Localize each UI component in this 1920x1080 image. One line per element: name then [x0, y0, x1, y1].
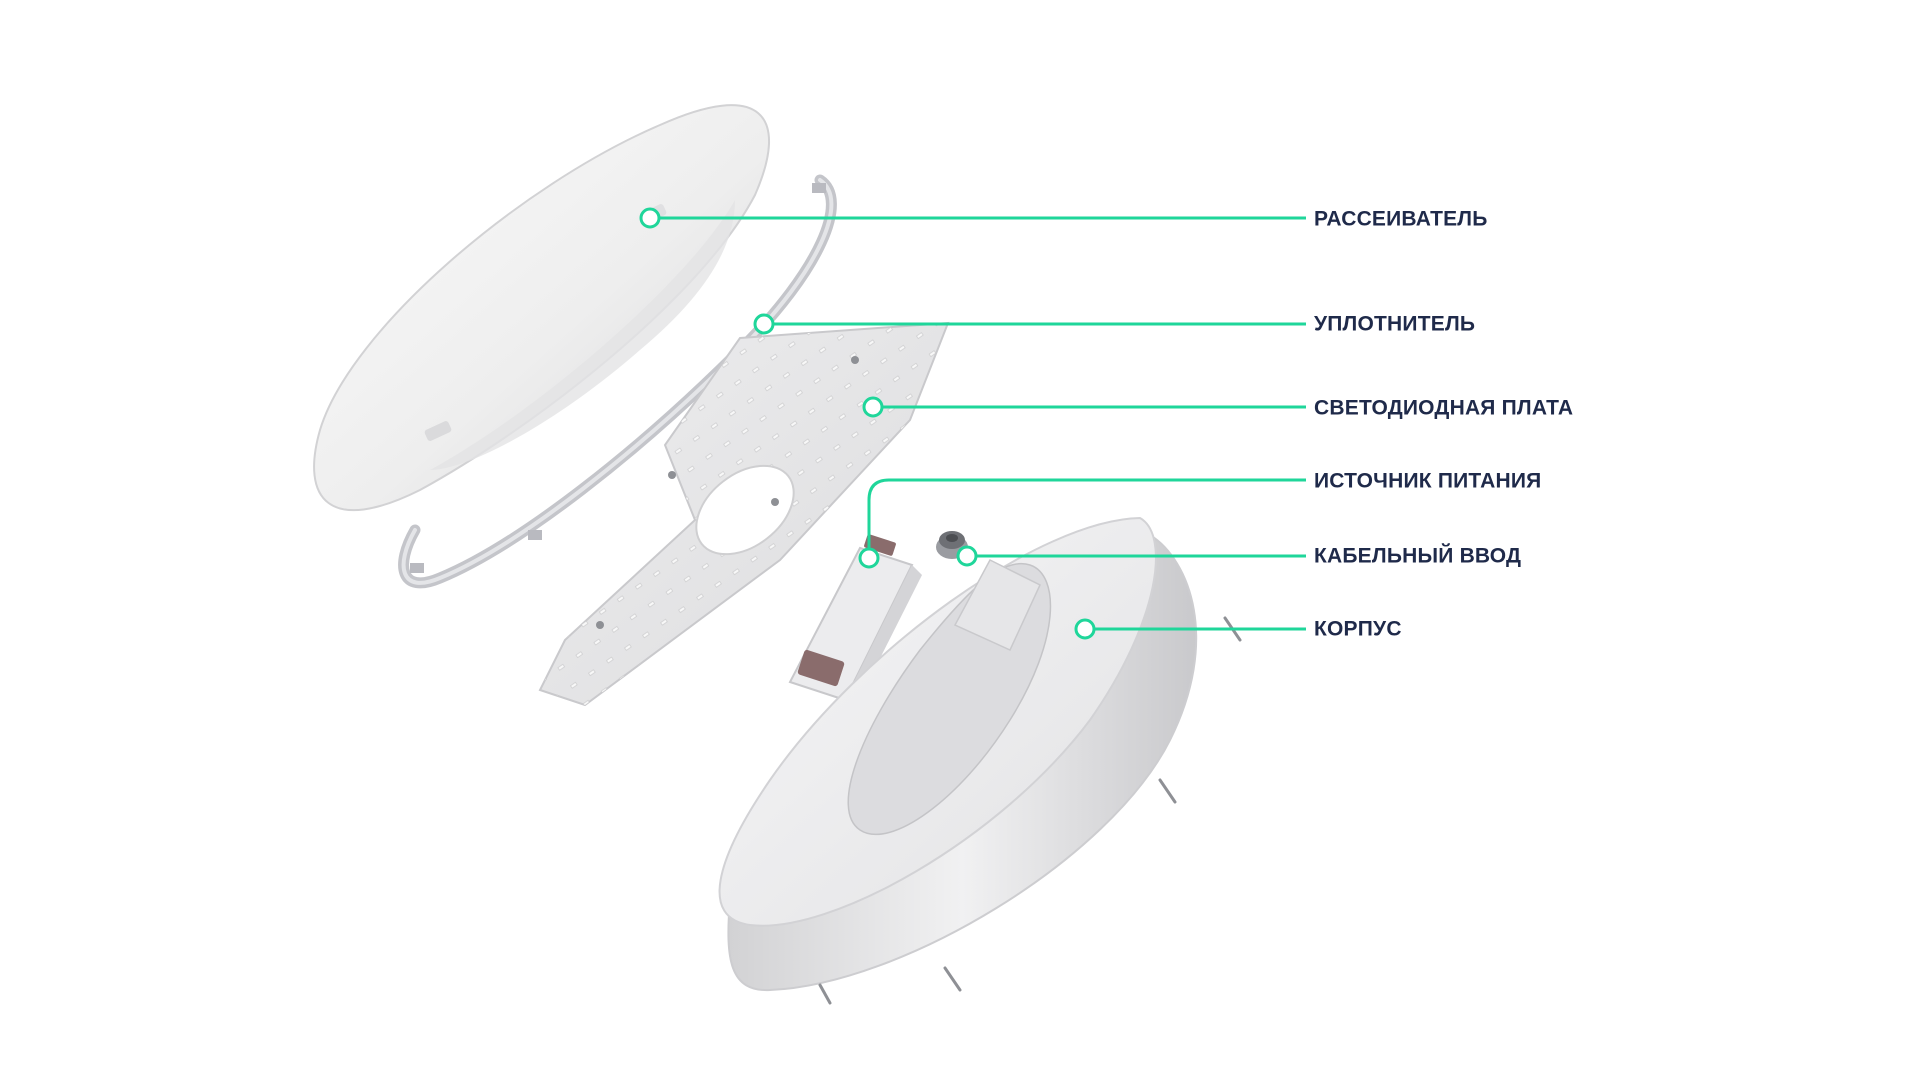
callout-marker-cable-gland: [956, 545, 978, 567]
callout-marker-led-board: [862, 396, 884, 418]
callout-label-cable-gland: КАБЕЛЬНЫЙ ВВОД: [1314, 544, 1521, 568]
callout-line-power-supply: [867, 478, 1306, 558]
callout-label-diffuser: РАССЕИВАТЕЛЬ: [1314, 208, 1488, 231]
housing-part: [718, 516, 1242, 1005]
callout-label-housing: КОРПУС: [1314, 618, 1402, 641]
callout-marker-seal: [753, 313, 775, 335]
callout-marker-diffuser: [639, 207, 661, 229]
callout-marker-power-supply: [858, 547, 880, 569]
callout-label-seal: УПЛОТНИТЕЛЬ: [1314, 313, 1475, 336]
led-board-part: [538, 321, 950, 707]
callout-marker-housing: [1074, 618, 1096, 640]
callout-label-power-supply: ИСТОЧНИК ПИТАНИЯ: [1314, 470, 1541, 493]
callout-label-led-board: СВЕТОДИОДНАЯ ПЛАТА: [1314, 397, 1573, 420]
